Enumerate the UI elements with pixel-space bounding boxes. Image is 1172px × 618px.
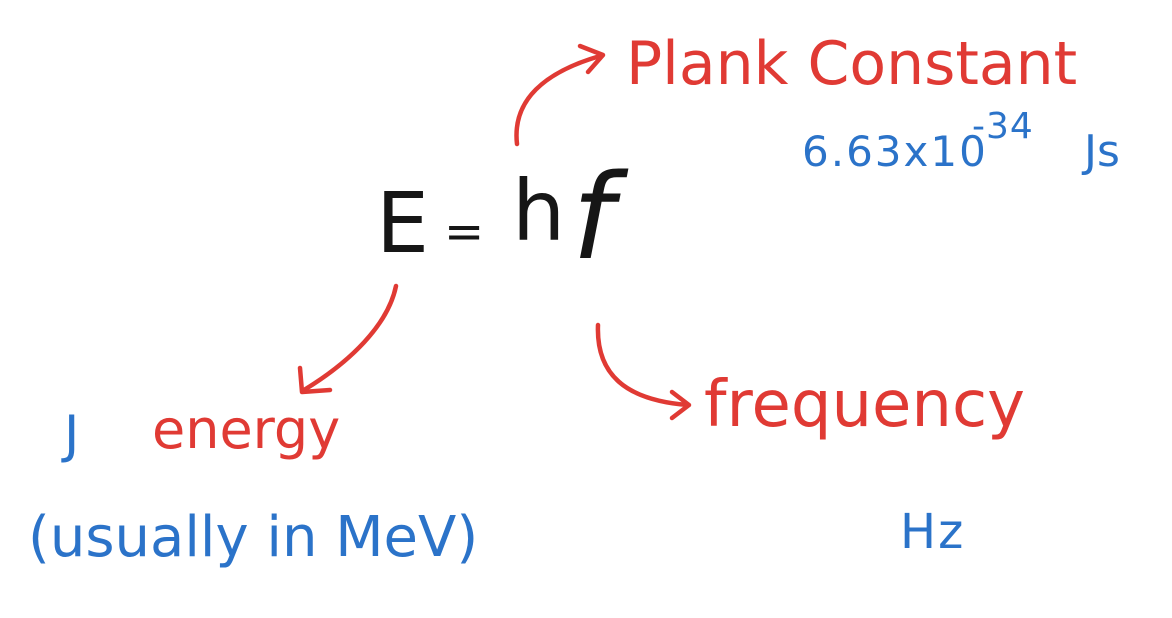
frequency-group: frequency Hz <box>704 368 1025 560</box>
frequency-label: frequency <box>704 368 1025 442</box>
arrow-planck-shaft <box>514 53 603 147</box>
arrow-energy-shaft <box>301 283 399 393</box>
planck-constant-mantissa: 6.63x10 <box>802 127 988 176</box>
arrow-frequency-head <box>669 389 692 421</box>
planck-constant-group: Plank Constant 6.63x10 -34 Js <box>626 29 1120 177</box>
equation-planck-symbol: h <box>512 162 565 260</box>
energy-label: energy <box>152 398 340 461</box>
planck-constant-exponent: -34 <box>972 106 1034 147</box>
arrow-to-frequency <box>595 322 692 421</box>
energy-unit: J <box>61 405 79 465</box>
planck-constant-unit: Js <box>1081 126 1120 177</box>
frequency-unit: Hz <box>900 504 965 560</box>
equation-equals-sign: = <box>444 204 484 260</box>
arrow-to-energy <box>297 283 399 395</box>
equation-frequency-symbol: f <box>572 148 629 286</box>
arrow-planck-head <box>577 43 606 75</box>
energy-group: J energy (usually in MeV) <box>28 398 478 570</box>
energy-unit-note: (usually in MeV) <box>28 505 478 570</box>
arrow-to-planck-constant <box>514 43 606 147</box>
equation: E = h f <box>376 148 629 286</box>
equation-energy-symbol: E <box>376 174 429 272</box>
arrow-frequency-shaft <box>595 322 691 408</box>
arrow-energy-head <box>297 365 333 395</box>
planck-constant-label: Plank Constant <box>626 29 1077 99</box>
